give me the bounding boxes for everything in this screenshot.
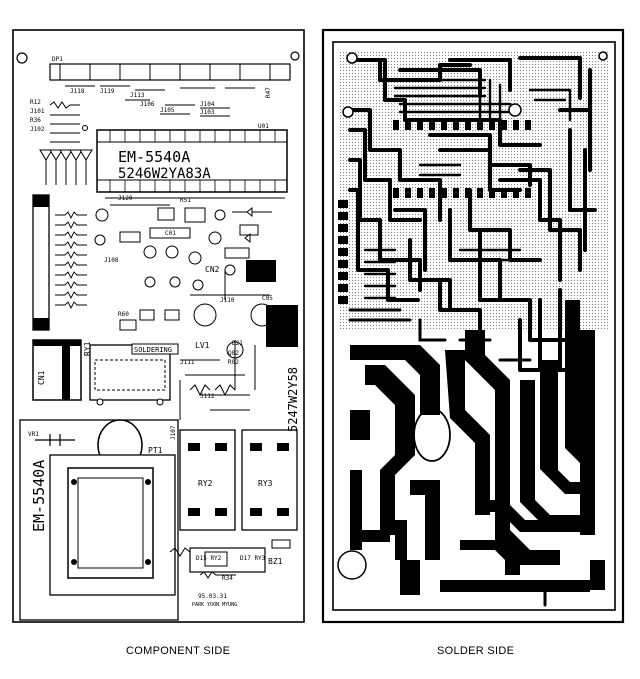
solder-side-caption: SOLDER SIDE	[437, 645, 515, 657]
ry2-label: RY2	[198, 479, 213, 488]
component-side-caption: COMPONENT SIDE	[126, 645, 231, 657]
svg-text:C05: C05	[262, 295, 273, 302]
cn2-block	[246, 260, 276, 282]
svg-text:J106: J106	[140, 101, 155, 108]
svg-text:R02: R02	[228, 359, 239, 366]
bz1-label: BZ1	[268, 557, 283, 566]
svg-text:J119: J119	[100, 88, 115, 95]
svg-text:J104: J104	[200, 101, 215, 108]
svg-text:C01: C01	[165, 230, 176, 237]
lv1-label: LV1	[195, 341, 210, 350]
designer-name: PARK YOON MYUNG	[192, 602, 237, 608]
svg-text:J101: J101	[30, 108, 45, 115]
cn1-label: CN1	[37, 370, 46, 385]
mounting-hole	[16, 52, 28, 64]
svg-text:R34: R34	[222, 575, 233, 582]
svg-text:R60: R60	[118, 311, 129, 318]
copper-traces	[348, 56, 597, 402]
svg-text:J113: J113	[130, 92, 145, 99]
svg-text:J120: J120	[118, 195, 133, 202]
svg-text:R51: R51	[180, 197, 191, 204]
svg-text:J118: J118	[70, 88, 85, 95]
svg-text:DP1: DP1	[52, 56, 63, 63]
svg-text:J112: J112	[200, 393, 215, 400]
svg-text:D17 RY3: D17 RY3	[240, 555, 266, 562]
chip-label-1: EM-5540A	[118, 148, 190, 166]
solder-side-board	[321, 28, 625, 624]
copper-pours	[350, 300, 605, 595]
component-refs: DP1 U01 R47 R12 J101 R36 J102 J118 J119 …	[28, 56, 273, 582]
chip-label-2: 5246W2YA83A	[118, 166, 211, 182]
dp1-connector	[49, 63, 291, 81]
svg-text:U01: U01	[258, 123, 269, 130]
svg-text:D15 RY2: D15 RY2	[196, 555, 222, 562]
heatsink-block	[266, 305, 298, 347]
pt1-label: PT1	[148, 446, 163, 455]
svg-text:J102: J102	[30, 126, 45, 133]
cn2-label: CN2	[205, 265, 220, 274]
svg-text:J103: J103	[200, 109, 215, 116]
pt1-core	[67, 467, 154, 579]
svg-text:D21: D21	[232, 340, 243, 347]
svg-text:R47: R47	[265, 87, 272, 98]
ry1-label: RY1	[83, 341, 92, 356]
svg-text:VR1: VR1	[28, 431, 39, 438]
part-number-vertical: 5247W2Y58	[286, 367, 300, 432]
svg-text:J108: J108	[104, 257, 119, 264]
svg-text:J110: J110	[220, 297, 235, 304]
svg-text:R36: R36	[30, 117, 41, 124]
svg-text:R12: R12	[30, 99, 41, 106]
cn1-connector	[32, 339, 82, 401]
svg-text:J105: J105	[160, 107, 175, 114]
mounting-hole	[290, 51, 300, 61]
left-connector	[32, 194, 50, 331]
date-stamp: 95.03.31	[198, 593, 227, 600]
ry3-label: RY3	[258, 479, 273, 488]
svg-text:J111: J111	[180, 359, 195, 366]
svg-text:J107: J107	[170, 425, 177, 440]
component-side-board: EM-5540A 5246W2YA83A	[12, 29, 305, 623]
soldering-label: SOLDERING	[134, 346, 172, 354]
svg-text:Q02: Q02	[228, 350, 239, 357]
board-code-vertical: EM-5540A	[30, 460, 48, 532]
ic-u01	[96, 129, 288, 193]
